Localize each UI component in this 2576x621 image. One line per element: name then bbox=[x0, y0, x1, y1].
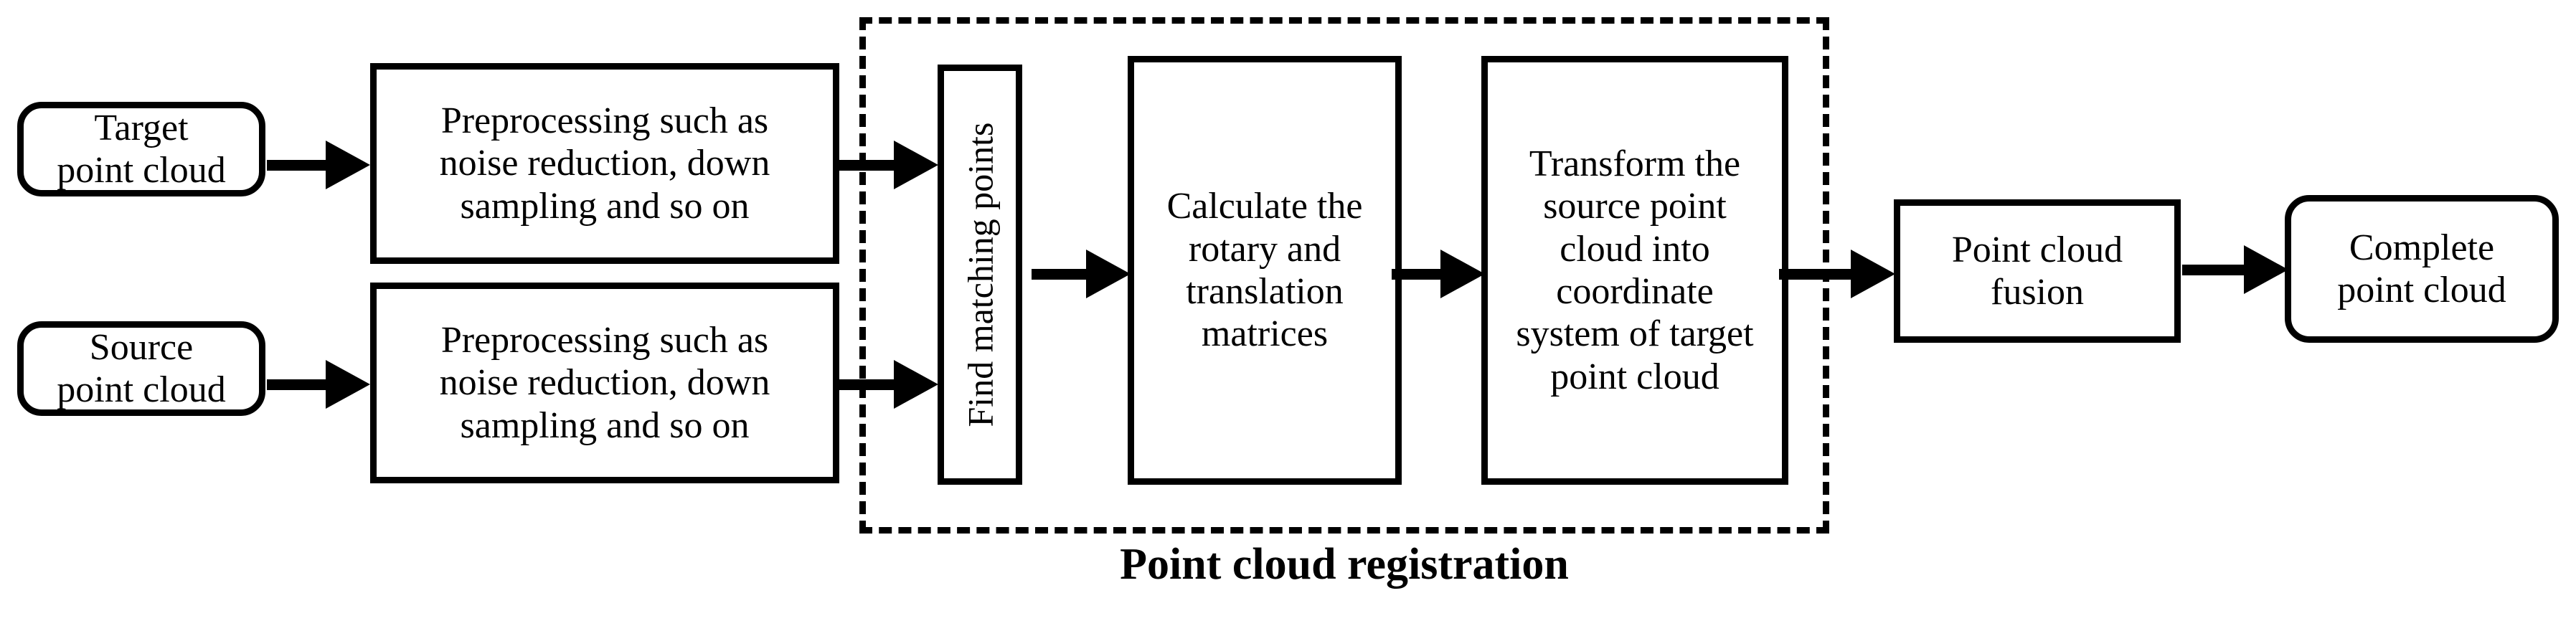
node-target-point-cloud-label: Target point cloud bbox=[57, 107, 226, 191]
node-point-cloud-fusion[interactable]: Point cloud fusion bbox=[1894, 199, 2181, 343]
node-transform-source[interactable]: Transform the source point cloud into co… bbox=[1481, 56, 1788, 485]
node-preprocess-source-label: Preprocessing such as noise reduction, d… bbox=[439, 320, 770, 446]
node-find-matching-points[interactable]: Find matching points bbox=[938, 65, 1022, 485]
node-complete-point-cloud[interactable]: Complete point cloud bbox=[2285, 195, 2559, 343]
node-complete-point-cloud-label: Complete point cloud bbox=[2337, 227, 2506, 310]
node-find-matching-points-label: Find matching points bbox=[960, 122, 1000, 427]
group-caption-point-cloud-registration: Point cloud registration bbox=[1120, 540, 1569, 589]
node-calculate-matrices-label: Calculate the rotary and translation mat… bbox=[1166, 186, 1363, 355]
node-transform-source-label: Transform the source point cloud into co… bbox=[1516, 143, 1754, 397]
node-preprocess-source[interactable]: Preprocessing such as noise reduction, d… bbox=[370, 283, 839, 483]
node-preprocess-target[interactable]: Preprocessing such as noise reduction, d… bbox=[370, 63, 839, 264]
node-source-point-cloud-label: Source point cloud bbox=[57, 326, 226, 410]
node-preprocess-target-label: Preprocessing such as noise reduction, d… bbox=[439, 100, 770, 227]
node-source-point-cloud[interactable]: Source point cloud bbox=[17, 321, 265, 416]
node-calculate-matrices[interactable]: Calculate the rotary and translation mat… bbox=[1128, 56, 1402, 485]
node-target-point-cloud[interactable]: Target point cloud bbox=[17, 102, 265, 196]
node-point-cloud-fusion-label: Point cloud fusion bbox=[1951, 229, 2123, 313]
